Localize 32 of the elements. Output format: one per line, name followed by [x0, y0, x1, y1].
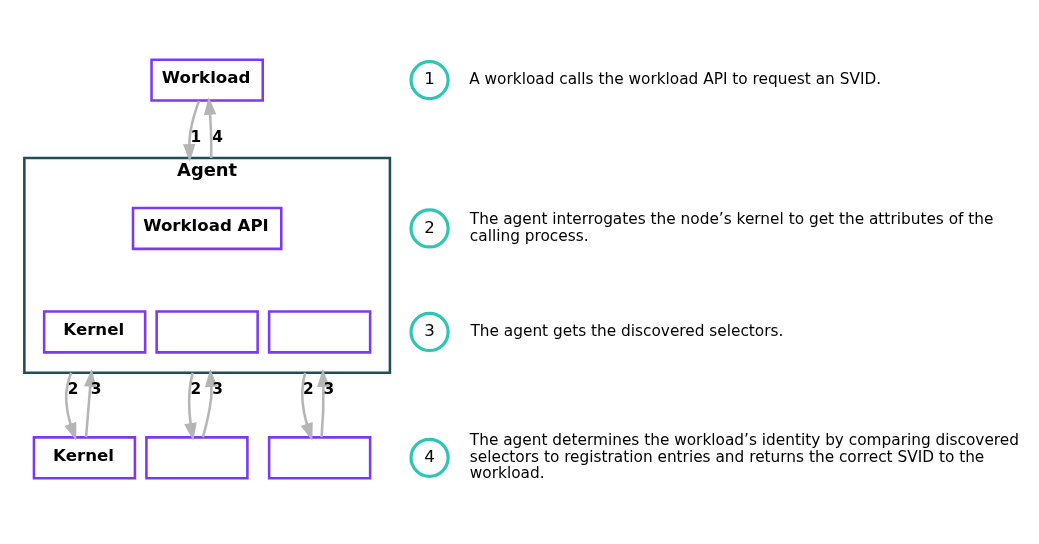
- arrow: [83, 368, 96, 437]
- edge-label: 2: [67, 379, 78, 398]
- edge-label: 1: [190, 127, 201, 146]
- node-box: Kernel: [42, 309, 146, 354]
- arrow: [201, 368, 217, 438]
- edge-label: 2: [302, 379, 314, 398]
- arrow: [203, 96, 216, 158]
- node-box: [267, 435, 371, 480]
- arrow: [182, 100, 200, 162]
- edge-label: 3: [211, 379, 223, 398]
- node-box: [144, 435, 249, 480]
- node-label: The agent gets the discovered selectors.: [469, 321, 783, 340]
- edge-label: 3: [90, 379, 101, 398]
- node-box: [267, 309, 371, 354]
- arrow: [183, 372, 197, 441]
- node-circle: 2: [408, 207, 450, 249]
- arrow: [63, 371, 76, 441]
- edge-label: 2: [190, 379, 201, 398]
- arrow: [316, 368, 330, 437]
- edge-label: 4: [211, 127, 223, 146]
- node-label: The agent interrogates the node’s kernel to get the attributes of the calling process.: [469, 209, 993, 245]
- node-box: Workload API: [131, 206, 283, 250]
- node-label: The agent determines the workload’s identity by comparing discovered selectors to registration entries and returns the correct SVID to the workload.: [469, 430, 1019, 482]
- node-circle: 4: [408, 437, 450, 478]
- node-box: Kernel: [32, 435, 136, 480]
- node-circle: 3: [408, 311, 450, 352]
- edge-label: 3: [322, 379, 334, 398]
- node-box: [154, 309, 259, 354]
- arrow: [300, 372, 313, 441]
- node-box: Workload: [149, 57, 264, 102]
- node-circle: 1: [408, 59, 450, 100]
- node-label: A workload calls the workload API to request an SVID.: [468, 69, 881, 88]
